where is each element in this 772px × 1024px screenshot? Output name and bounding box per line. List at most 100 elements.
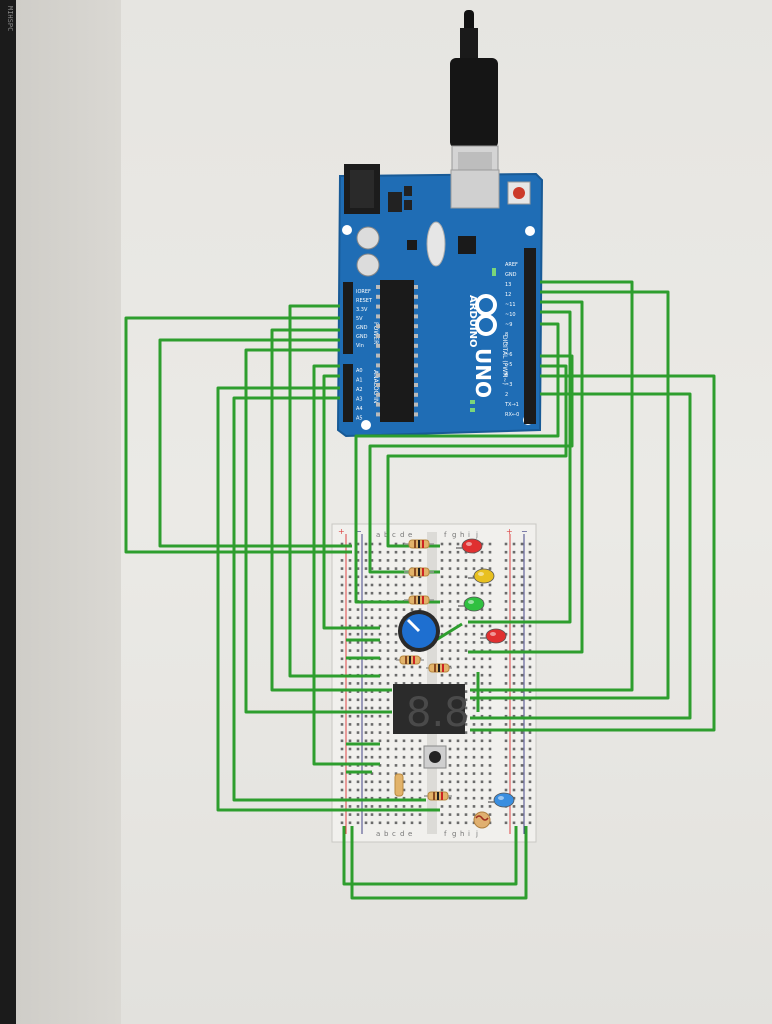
- digital-pin-label: TX→1: [504, 402, 519, 408]
- bezel-corner-text: MIHSPC: [6, 6, 14, 32]
- column-letter: f: [444, 830, 447, 838]
- digital-pin-label: ~9: [505, 322, 512, 328]
- capacitor: [356, 226, 380, 250]
- jumper-wire: [470, 374, 716, 732]
- jumper-wire: [468, 300, 584, 654]
- jumper-wire: [288, 304, 380, 678]
- digital-pin-label: 13: [505, 282, 511, 288]
- column-letter: g: [452, 830, 456, 838]
- seven-segment-digits: 8.8: [406, 690, 470, 736]
- rail-minus-label-right: −: [521, 527, 528, 536]
- led: [473, 568, 495, 584]
- digital-pin-label: RX←0: [505, 412, 519, 418]
- column-letter: b: [384, 830, 389, 838]
- column-letter: j: [475, 830, 478, 838]
- column-letter: a: [376, 531, 380, 539]
- arduino-model-text: UNO: [471, 348, 495, 398]
- power-pin-label: RESET: [356, 298, 373, 304]
- circuit-canvas: [121, 0, 772, 1024]
- jumper-wire: [270, 328, 392, 692]
- usb-port: [450, 169, 500, 209]
- jumper-wire: [354, 322, 560, 604]
- power-pin-header: [343, 282, 353, 354]
- arduino-uno-board: ARDUINO UNO DIGITAL (PWM~) ANALOG IN POW…: [336, 164, 544, 438]
- power-pin-label: GND: [356, 325, 368, 331]
- jumper-wire: [342, 826, 518, 886]
- digital-pin-label: 2: [505, 392, 508, 398]
- jumper-wire: [244, 348, 392, 714]
- power-pin-label: Vin: [356, 343, 364, 349]
- led: [493, 792, 515, 808]
- digital-pin-label: ~3: [505, 382, 512, 388]
- power-led: [492, 268, 496, 276]
- chip-pins: [376, 285, 418, 417]
- jumper-wire: [158, 338, 352, 548]
- jumper-wire: [124, 316, 352, 554]
- led: [485, 628, 507, 644]
- arduino-logo-text: ARDUINO: [467, 295, 478, 347]
- rail-plus-label-right: +: [506, 527, 513, 536]
- column-letter: i: [468, 830, 470, 838]
- led: [463, 596, 485, 612]
- analog-pin-label: A2: [356, 387, 363, 393]
- rail-plus-label-left: +: [338, 527, 345, 536]
- column-letter: h: [460, 531, 464, 539]
- column-letter: c: [392, 830, 396, 838]
- jumper-wire: [312, 364, 380, 766]
- rx-led: [470, 408, 475, 412]
- digital-pin-label: 8: [505, 332, 508, 338]
- led: [461, 538, 483, 554]
- analog-pin-label: A0: [356, 368, 363, 374]
- column-letter: e: [408, 830, 412, 838]
- jumper-wire: [216, 386, 440, 812]
- jumper-wires: [124, 280, 716, 900]
- digital-pin-header: [524, 248, 536, 424]
- digital-pin-label: AREF: [505, 262, 518, 268]
- analog-pin-label: A3: [356, 397, 363, 403]
- jumper-wire: [468, 310, 572, 624]
- analog-header-label: ANALOG IN: [372, 370, 379, 403]
- digital-pin-label: ~10: [505, 312, 516, 318]
- column-letter: a: [376, 830, 380, 838]
- analog-pin-header: [343, 364, 353, 422]
- breadboard-components: 8.8: [393, 538, 515, 829]
- arduino-infinity-logo: [475, 294, 497, 336]
- digital-pin-label: 7: [505, 342, 508, 348]
- breadboard-holes: [340, 542, 532, 825]
- photoresistor: [473, 811, 491, 829]
- resistor: [394, 773, 404, 797]
- tx-led: [470, 400, 475, 404]
- digital-pin-label: ~11: [505, 302, 516, 308]
- jumper-wire: [470, 392, 692, 720]
- power-pin-label: GND: [356, 334, 368, 340]
- jumper-wire: [368, 354, 574, 574]
- analog-pin-label: A5: [356, 416, 363, 422]
- digital-pin-label: 12: [505, 292, 511, 298]
- power-header-label: POWER: [372, 322, 379, 344]
- rail-minus-label-left: −: [355, 527, 362, 536]
- seven-segment-display: 8.8: [393, 684, 470, 736]
- jumper-wire: [386, 364, 568, 548]
- analog-pin-label: A1: [356, 378, 363, 384]
- power-pin-label: 3.3V: [356, 307, 368, 313]
- column-letter: c: [392, 531, 396, 539]
- crystal-oscillator: [426, 221, 446, 267]
- analog-pin-label: A4: [356, 406, 363, 412]
- digital-pin-label: ~5: [505, 362, 512, 368]
- column-letter: f: [444, 531, 447, 539]
- jumper-wire: [322, 374, 380, 630]
- column-letter: i: [468, 531, 470, 539]
- jumper-wire: [350, 826, 528, 900]
- power-pin-label: 5V: [356, 316, 363, 322]
- potentiometer: [398, 610, 440, 652]
- column-letter: e: [408, 531, 412, 539]
- column-letter: d: [400, 531, 404, 539]
- atmega-microcontroller: [380, 280, 414, 422]
- capacitor: [356, 253, 380, 277]
- screen-left-margin: [16, 0, 121, 1024]
- column-letter: g: [452, 531, 456, 539]
- jumper-wire: [470, 280, 634, 692]
